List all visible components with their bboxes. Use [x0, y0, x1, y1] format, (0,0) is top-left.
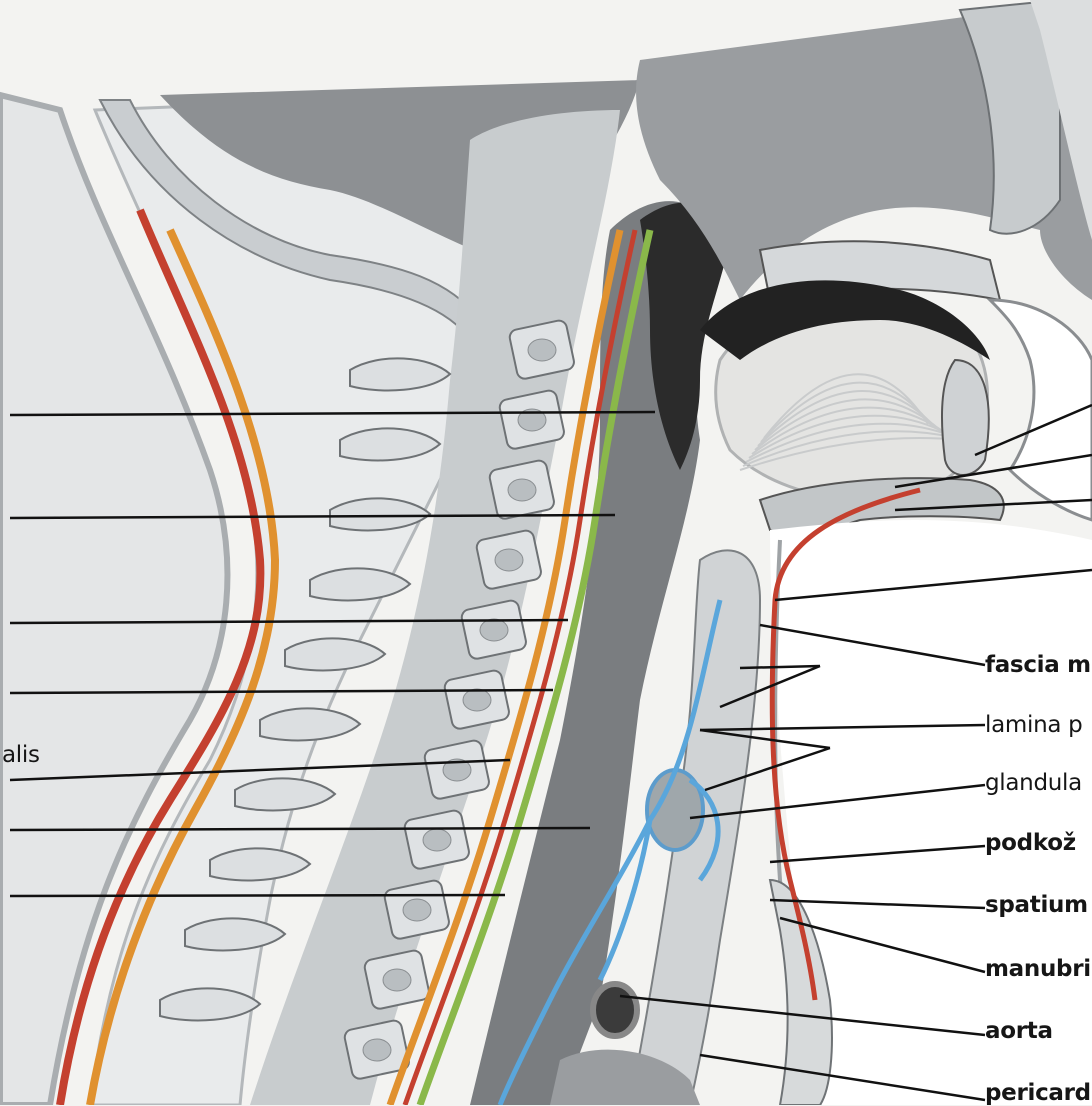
incisor: [942, 360, 989, 475]
aorta-vessel: [593, 984, 637, 1036]
right-label-glandula: glandula: [985, 770, 1082, 796]
leader-line: [10, 895, 505, 896]
right-label-lamina: lamina p: [985, 712, 1082, 738]
right-label-manubri: manubri: [985, 956, 1091, 982]
vertebral-spongiosa: [363, 1039, 391, 1061]
right-label-pericard: pericard: [985, 1080, 1091, 1106]
vertebral-spongiosa: [423, 829, 451, 851]
vertebral-spongiosa: [480, 619, 508, 641]
vertebral-spongiosa: [508, 479, 536, 501]
right-label-podkoz: podkož: [985, 830, 1076, 856]
vertebral-spongiosa: [495, 549, 523, 571]
vertebral-spongiosa: [383, 969, 411, 991]
right-label-fascia: fascia m: [985, 652, 1091, 678]
left-label-5: alis: [2, 742, 40, 768]
right-label-spatium: spatium: [985, 892, 1088, 918]
vertebral-spongiosa: [463, 689, 491, 711]
vertebral-spongiosa: [528, 339, 556, 361]
vertebral-spongiosa: [403, 899, 431, 921]
right-label-aorta: aorta: [985, 1018, 1053, 1044]
